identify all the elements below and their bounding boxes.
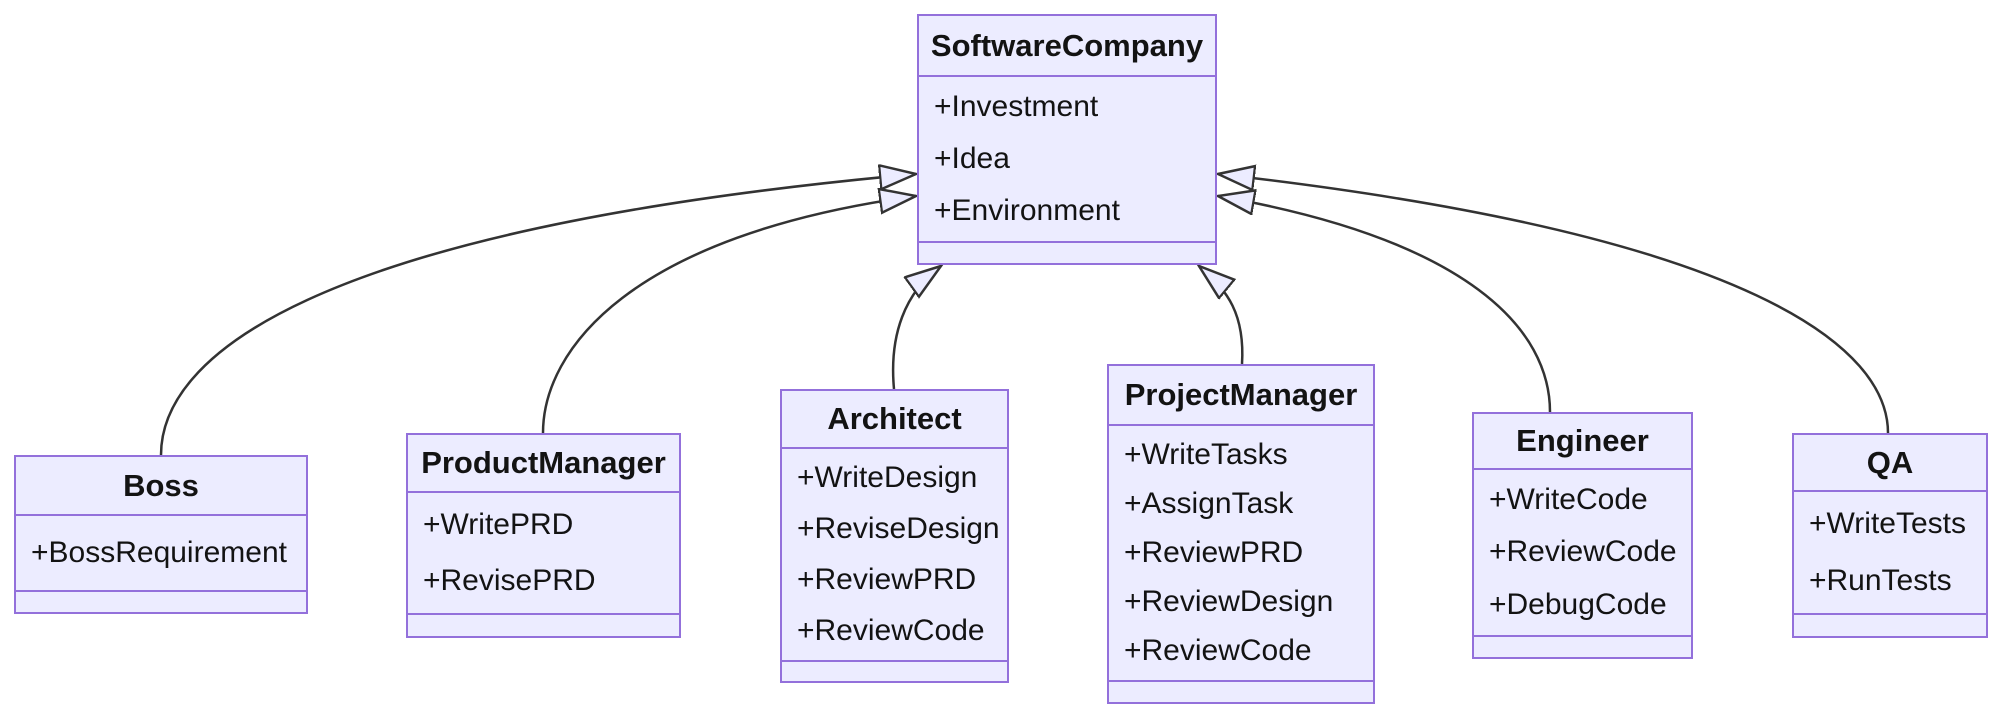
class-attribute: +WriteTests bbox=[1809, 507, 1966, 541]
class-box-boss: Boss +BossRequirement bbox=[14, 455, 308, 614]
class-methods-empty bbox=[1794, 613, 1986, 636]
class-attributes: +WriteTests +RunTests bbox=[1794, 492, 1986, 613]
class-attribute: +ReviewCode bbox=[1489, 535, 1677, 569]
class-attribute: +ReviseDesign bbox=[797, 512, 1000, 546]
inheritance-edge-qa-softwarecompany bbox=[1218, 174, 1890, 434]
class-box-qa: QA +WriteTests +RunTests bbox=[1792, 433, 1988, 638]
class-title: Boss bbox=[16, 457, 306, 516]
class-attribute: +RunTests bbox=[1809, 563, 1952, 597]
class-title: QA bbox=[1794, 435, 1986, 492]
inheritance-edge-boss-softwarecompany bbox=[159, 174, 916, 456]
class-attribute: +ReviewPRD bbox=[1124, 536, 1304, 569]
class-methods-empty bbox=[919, 241, 1215, 263]
class-attribute: +WriteCode bbox=[1489, 483, 1648, 517]
class-title: Architect bbox=[782, 391, 1007, 449]
class-attributes: +WriteDesign +ReviseDesign +ReviewPRD +Revi… bbox=[782, 449, 1007, 660]
class-attributes: +WriteTasks +AssignTask +ReviewPRD +ReviewD… bbox=[1109, 426, 1373, 680]
class-attribute: +ReviewDesign bbox=[1124, 585, 1334, 619]
class-attribute: +Idea bbox=[934, 142, 1010, 175]
class-methods-empty bbox=[782, 660, 1007, 681]
class-title: SoftwareCompany bbox=[919, 16, 1215, 77]
class-attribute: +ReviewCode bbox=[1124, 634, 1312, 668]
class-methods-empty bbox=[1474, 635, 1691, 657]
inheritance-edge-engineer-softwarecompany bbox=[1218, 196, 1552, 413]
class-attribute: +WriteDesign bbox=[797, 461, 978, 495]
class-methods-empty bbox=[1109, 680, 1373, 702]
class-box-softwarecompany: SoftwareCompany +Investment +Idea +Environ… bbox=[917, 14, 1217, 265]
class-attributes: +WriteCode +ReviewCode +DebugCode bbox=[1474, 470, 1691, 635]
inheritance-edge-productmanager-softwarecompany bbox=[541, 196, 916, 434]
inheritance-edge-architect-softwarecompany bbox=[891, 266, 941, 390]
class-box-productmanager: ProductManager +WritePRD +RevisePRD bbox=[406, 433, 681, 638]
class-attribute: +Environment bbox=[934, 194, 1120, 227]
class-attribute: +RevisePRD bbox=[423, 564, 596, 597]
class-title: Engineer bbox=[1474, 414, 1691, 470]
class-attributes: +WritePRD +RevisePRD bbox=[408, 493, 679, 613]
class-attribute: +WriteTasks bbox=[1124, 437, 1288, 471]
inheritance-edge-projectmanager-softwarecompany bbox=[1199, 266, 1244, 365]
class-title: ProjectManager bbox=[1109, 366, 1373, 426]
class-box-projectmanager: ProjectManager +WriteTasks +AssignTask +Re… bbox=[1107, 364, 1375, 704]
class-attribute: +ReviewPRD bbox=[797, 562, 977, 596]
class-attributes: +BossRequirement bbox=[16, 516, 306, 590]
class-attribute: +BossRequirement bbox=[31, 536, 287, 569]
class-attribute: +AssignTask bbox=[1124, 486, 1294, 520]
class-box-engineer: Engineer +WriteCode +ReviewCode +DebugCode bbox=[1472, 412, 1693, 659]
class-attribute: +WritePRD bbox=[423, 508, 574, 541]
class-attribute: +DebugCode bbox=[1489, 587, 1667, 621]
class-attributes: +Investment +Idea +Environment bbox=[919, 77, 1215, 241]
class-attribute: +Investment bbox=[934, 90, 1099, 123]
class-methods-empty bbox=[408, 613, 679, 636]
class-box-architect: Architect +WriteDesign +ReviseDesign +Revi… bbox=[780, 389, 1009, 683]
class-attribute: +ReviewCode bbox=[797, 613, 985, 647]
class-methods-empty bbox=[16, 590, 306, 612]
class-title: ProductManager bbox=[408, 435, 679, 493]
